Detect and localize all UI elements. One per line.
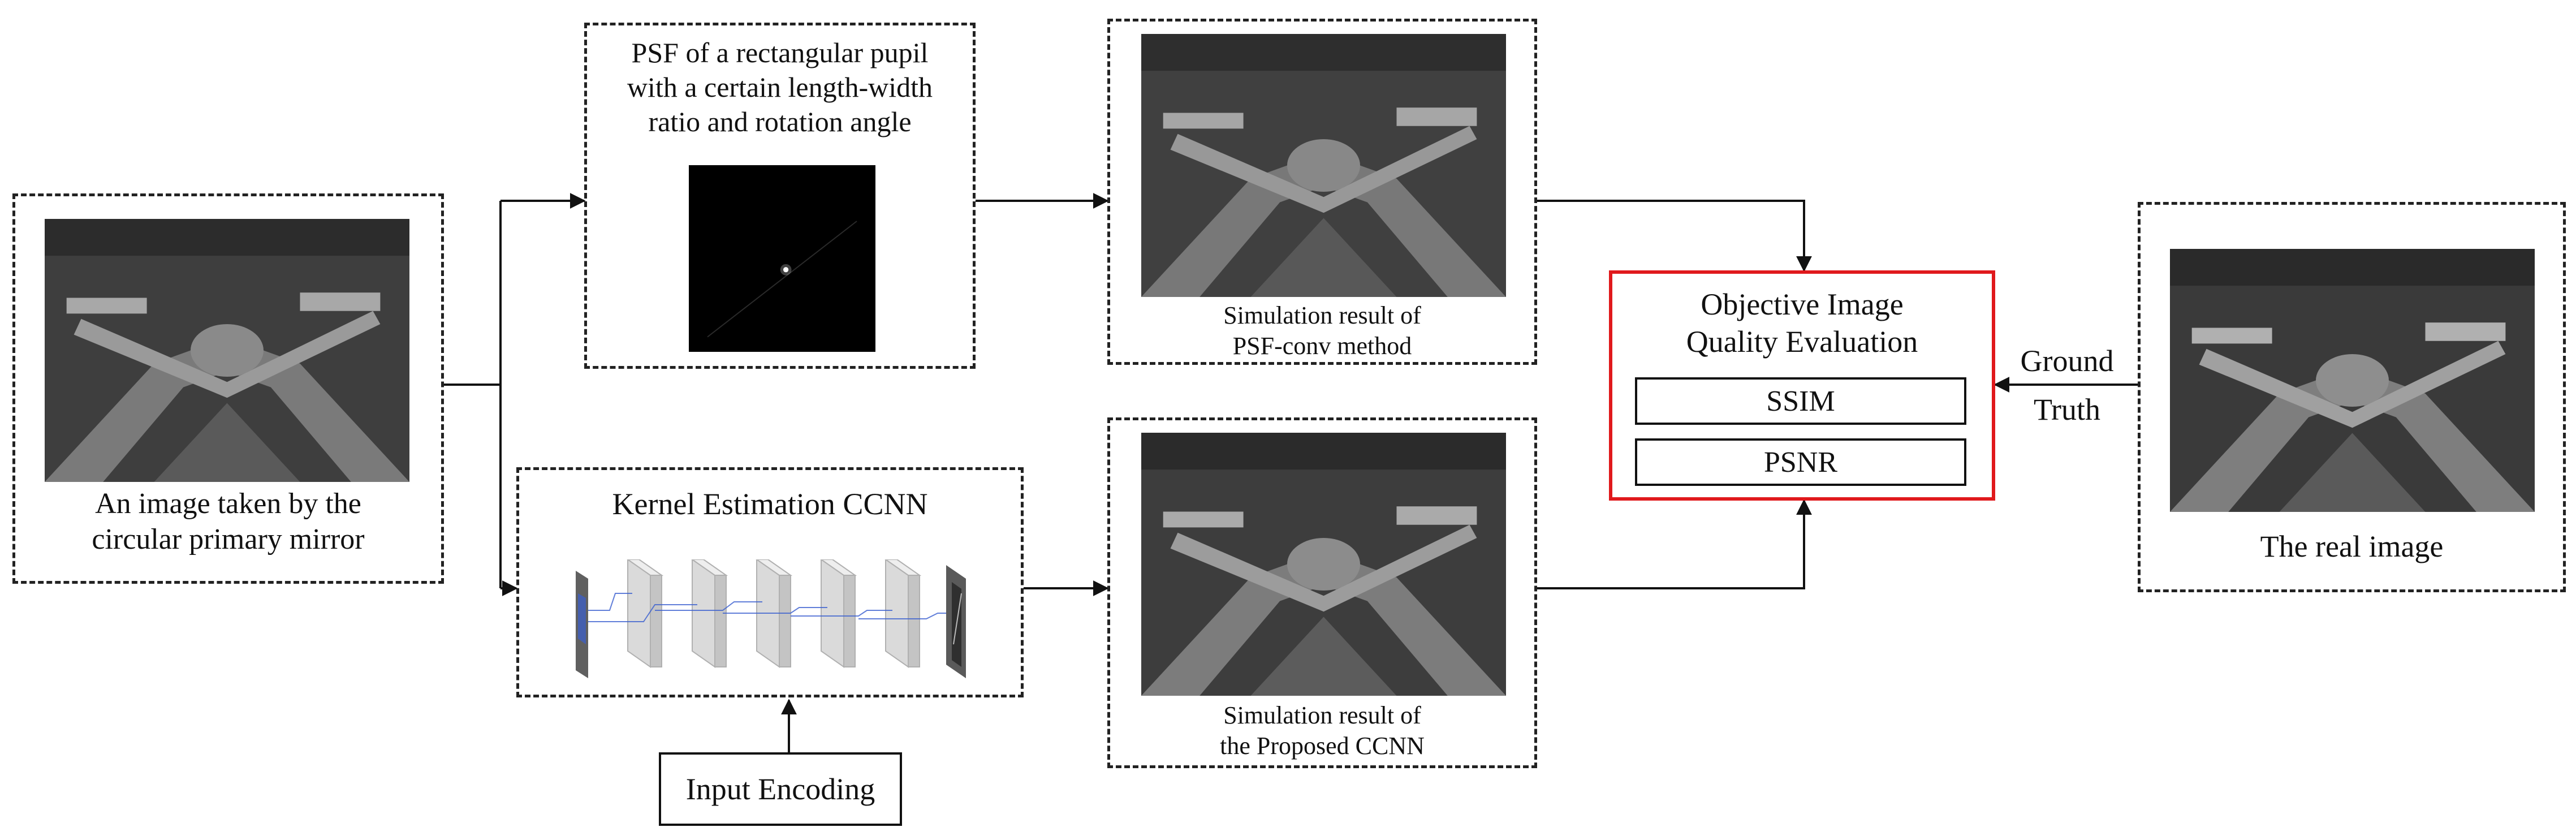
cnn-conv-block xyxy=(884,559,922,668)
label-line: Truth xyxy=(2033,393,2101,427)
evaluation-box: Objective Image Quality Evaluation SSIM … xyxy=(1609,270,1995,501)
result-psf-box: Simulation result of PSF-conv method xyxy=(1107,19,1537,365)
result-ccnn-box: Simulation result of the Proposed CCNN xyxy=(1107,417,1537,768)
psf-caption: PSF of a rectangular pupil with a certai… xyxy=(587,36,973,139)
title-line: Objective Image xyxy=(1701,287,1904,321)
cnn-conv-block xyxy=(691,559,728,668)
result-ccnn-aerial-image xyxy=(1141,433,1506,696)
ground-truth-label: Ground Truth xyxy=(2010,337,2124,434)
input-encoding-box: Input Encoding xyxy=(659,752,902,826)
cnn-architecture-diagram xyxy=(576,559,966,678)
ccnn-box: Kernel Estimation CCNN xyxy=(516,467,1024,697)
psf-box: PSF of a rectangular pupil with a certai… xyxy=(584,23,976,369)
real-image-caption: The real image xyxy=(2260,529,2444,563)
wire-result-psf-to-eval xyxy=(1537,200,1812,272)
caption-line: PSF of a rectangular pupil xyxy=(631,37,929,68)
caption-line: circular primary mirror xyxy=(92,523,365,556)
psf-kernel-image xyxy=(689,165,875,352)
caption-line: ratio and rotation angle xyxy=(648,106,912,137)
result-psf-caption: Simulation result of PSF-conv method xyxy=(1110,300,1534,361)
ccnn-title: Kernel Estimation CCNN xyxy=(612,487,928,521)
cnn-input-map xyxy=(576,571,588,678)
caption-line: An image taken by the xyxy=(95,488,361,520)
caption-line: Simulation result of xyxy=(1223,701,1421,729)
metric-ssim: SSIM xyxy=(1635,377,1966,425)
cnn-output-map xyxy=(946,565,966,678)
cnn-conv-block xyxy=(627,559,664,668)
cnn-conv-block xyxy=(820,559,857,668)
label-line: Ground xyxy=(2020,344,2114,378)
caption-line: the Proposed CCNN xyxy=(1220,731,1425,760)
real-aerial-image xyxy=(2170,249,2535,512)
input-image-caption: An image taken by the circular primary m… xyxy=(15,486,441,558)
caption-line: PSF-conv method xyxy=(1232,331,1412,360)
title-line: Quality Evaluation xyxy=(1686,324,1918,359)
input-image-box: An image taken by the circular primary m… xyxy=(12,193,444,584)
input-encoding-label: Input Encoding xyxy=(685,772,875,806)
real-image-box: The real image xyxy=(2138,202,2566,592)
caption-line: Simulation result of xyxy=(1223,301,1421,329)
wire-result-ccnn-to-eval xyxy=(1537,499,1812,589)
result-ccnn-caption: Simulation result of the Proposed CCNN xyxy=(1110,700,1534,761)
result-psf-aerial-image xyxy=(1141,34,1506,297)
caption-line: with a certain length-width xyxy=(627,71,933,103)
input-aerial-image xyxy=(45,219,409,482)
evaluation-title: Objective Image Quality Evaluation xyxy=(1612,286,1992,361)
metric-psnr: PSNR xyxy=(1635,438,1966,486)
